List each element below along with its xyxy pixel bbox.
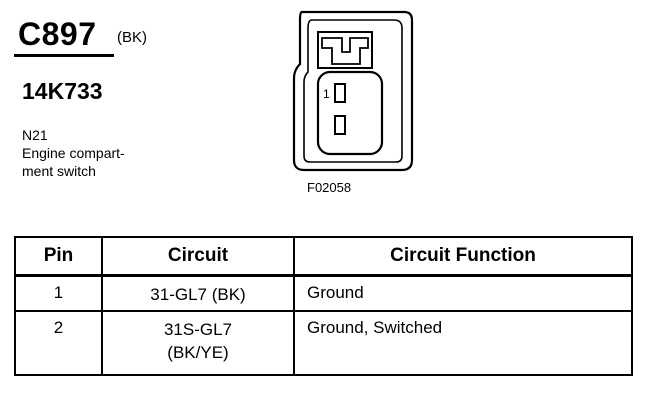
- circuit-line: 31-GL7 (BK): [150, 285, 246, 304]
- connector-inner-shell: [303, 19, 403, 163]
- table-row: 1 31-GL7 (BK) Ground: [14, 274, 633, 312]
- cell-circuit: 31-GL7 (BK): [101, 274, 295, 312]
- cell-function: Ground, Switched: [293, 310, 633, 376]
- location-line: Engine compart-: [22, 145, 125, 161]
- cavity-1-label: 1: [323, 87, 330, 101]
- cell-circuit: 31S-GL7 (BK/YE): [101, 310, 295, 376]
- location-line: ment switch: [22, 163, 96, 179]
- connector-outer-shell: [292, 10, 414, 172]
- terminal-housing: [316, 70, 384, 156]
- latch-tab: [321, 37, 369, 65]
- header-circuit-function: Circuit Function: [293, 236, 633, 277]
- location-block: N21 Engine compart- ment switch: [22, 126, 125, 180]
- table-row: 2 31S-GL7 (BK/YE) Ground, Switched: [14, 310, 633, 376]
- pin-table: Pin Circuit Circuit Function 1 31-GL7 (B…: [14, 236, 633, 376]
- connector-latch: [317, 31, 373, 69]
- cell-function: Ground: [293, 274, 633, 312]
- cavity-1: [334, 83, 346, 103]
- part-number: 14K733: [22, 78, 103, 104]
- connector-id: C897: [18, 16, 97, 52]
- cell-pin: 1: [14, 274, 103, 312]
- cell-pin: 2: [14, 310, 103, 376]
- table-header-row: Pin Circuit Circuit Function: [14, 236, 633, 277]
- circuit-line: (BK/YE): [167, 343, 229, 362]
- header-pin: Pin: [14, 236, 103, 277]
- figure-code: F02058: [307, 180, 352, 195]
- cavity-2: [334, 115, 346, 135]
- connector-face-diagram: 1: [292, 10, 414, 172]
- title-rule: [14, 54, 114, 57]
- location-code: N21: [22, 127, 48, 143]
- connector-color: (BK): [117, 29, 147, 46]
- header-circuit: Circuit: [101, 236, 295, 277]
- circuit-line: 31S-GL7: [163, 320, 233, 339]
